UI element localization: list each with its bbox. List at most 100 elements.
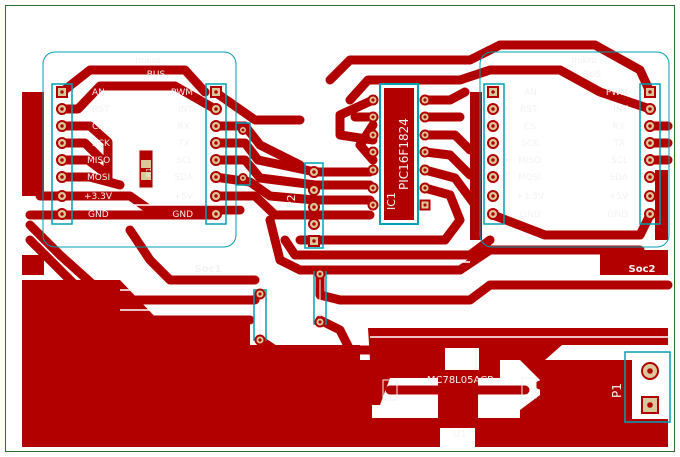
soc2-left-pad-5-hole xyxy=(491,158,495,162)
soc1-right-labels: PWM INT RX TX SCL SDA +5V GND xyxy=(171,88,194,220)
soc1-left-pad-6-hole xyxy=(60,175,64,179)
soc2-pin-sck: SCK xyxy=(521,139,540,149)
soc1-pin-5v: +5V xyxy=(174,192,194,202)
soc2-left-pad-7-hole xyxy=(491,194,495,198)
p1-outline xyxy=(624,351,671,423)
jumper-left-pad-1-hole xyxy=(258,292,262,296)
soc2-right-pad-5-hole xyxy=(648,158,652,162)
soc1-jumper-outline xyxy=(235,122,251,186)
soc2-right-pad-4-hole xyxy=(648,141,652,145)
soc2-pin-pwm: PWM xyxy=(606,88,628,98)
soc1-pin-cs: CS xyxy=(92,122,104,132)
ic1-body xyxy=(384,88,414,220)
soc2-right-pad-3-hole xyxy=(648,124,652,128)
u1-regulator: MC78L05ACP U1 xyxy=(382,348,537,440)
p2-pin-2-hole xyxy=(312,188,316,192)
soc1-pin-int: INT xyxy=(178,105,193,115)
soc2-left-pad-3-hole xyxy=(491,124,495,128)
ic1-ref: IC1 xyxy=(385,192,398,210)
soc2-pin-rst: RST xyxy=(520,105,538,115)
ic1-pin-right-7-hole xyxy=(423,203,427,207)
soc2-left-pad-6-hole xyxy=(491,175,495,179)
ic1-pin-right-1-hole xyxy=(423,98,427,102)
soc1-pin-gnd-left: GND xyxy=(88,210,109,220)
soc2-pin-gnd-left: GND xyxy=(520,210,541,220)
u1-body xyxy=(445,348,479,370)
soc1-left-pad-3-hole xyxy=(60,124,64,128)
p1-pad-1-hole xyxy=(647,368,653,374)
ic1-pin-right-5-hole xyxy=(423,168,427,172)
soc1-socket: mikro BUS AN RST CS SCK MISO MOSI +3.3V … xyxy=(42,51,237,275)
soc1-right-pad-8-hole xyxy=(214,212,218,216)
soc1-left-pad-2-hole xyxy=(60,107,64,111)
soc2-right-pad-2-hole xyxy=(648,107,652,111)
soc2-pin-an: AN xyxy=(524,88,537,98)
soc1-ref: Soc1 xyxy=(195,264,222,275)
soc1-pin-gnd-right: GND xyxy=(172,210,193,220)
soc2-socket: mikro BUS AN RST CS SCK MISO MOSI +3.3V … xyxy=(479,51,670,275)
soc2-header-line2: BUS xyxy=(583,70,602,80)
ic1-chip: PIC16F1824 IC1 xyxy=(379,83,419,225)
p2-pin-1-hole xyxy=(312,170,316,174)
p1-ref: P1 xyxy=(610,383,624,398)
soc1-left-header xyxy=(51,83,73,225)
soc1-right-header xyxy=(205,83,227,225)
soc2-pin-3v3: +3.3V xyxy=(516,192,545,202)
soc2-pin-int: INT xyxy=(613,105,628,115)
ic1-pin-left-1-hole xyxy=(371,98,375,102)
u1-ref: U1 xyxy=(453,429,467,440)
soc1-left-pad-1-hole xyxy=(60,90,64,94)
jumper-right-pad-1-hole xyxy=(318,272,322,276)
soc2-right-pad-1-hole xyxy=(648,90,652,94)
soc1-left-labels: AN RST CS SCK MISO MOSI +3.3V GND xyxy=(84,88,113,220)
p2-pin-5-hole xyxy=(312,239,316,243)
soc1-pin-3v3: +3.3V xyxy=(84,192,113,202)
soc2-header-line1: mikro xyxy=(571,56,597,66)
soc2-left-labels: AN RST CS SCK MISO MOSI +3.3V GND xyxy=(516,88,545,220)
soc1-right-pad-4-hole xyxy=(214,141,218,145)
soc1-pin-rx: RX xyxy=(178,122,190,132)
soc2-pin-5v: +5V xyxy=(609,192,629,202)
soc1-pin-pwm: PWM xyxy=(171,88,193,98)
soc2-right-header xyxy=(639,83,661,225)
soc1-pin-miso: MISO xyxy=(87,156,110,166)
p2-pin-3-hole xyxy=(312,205,316,209)
soc2-left-pad-4-hole xyxy=(491,141,495,145)
soc2-right-pad-7-hole xyxy=(648,194,652,198)
soc1-right-pad-5-hole xyxy=(214,158,218,162)
ic1-pin-right-2-hole xyxy=(423,115,427,119)
soc2-right-labels: PWM INT RX TX SCL SDA +5V GND xyxy=(606,88,629,220)
soc1-header-line1: mikro xyxy=(135,56,161,66)
soc1-pin-mosi: MOSI xyxy=(87,173,110,183)
p2-header: P2 xyxy=(285,162,324,249)
soc2-right-pad-6-hole xyxy=(648,175,652,179)
soc2-left-pad-2-hole xyxy=(491,107,495,111)
r1-resistor: R1 xyxy=(138,149,154,189)
soc2-pin-rx: RX xyxy=(613,122,625,132)
soc2-courtyard xyxy=(479,51,670,248)
ic1-pin-left-7-hole xyxy=(371,203,375,207)
soc2-pin-mosi: MOSI xyxy=(518,173,541,183)
soc2-left-pad-8-hole xyxy=(491,212,495,216)
soc1-left-pad-7-hole xyxy=(60,194,64,198)
soc1-right-pad-1-hole xyxy=(214,90,218,94)
soc2-pin-tx: TX xyxy=(612,139,625,149)
soc2-pin-cs: CS xyxy=(524,122,536,132)
soc2-left-pad-1-hole xyxy=(491,90,495,94)
p1-pad-2-hole xyxy=(647,402,653,408)
ic1-pin-left-3-hole xyxy=(371,133,375,137)
soc1-pin-scl: SCL xyxy=(176,156,193,166)
soc1-right-pad-6-hole xyxy=(214,175,218,179)
soc1-right-pad-7-hole xyxy=(214,194,218,198)
soc2-pin-miso: MISO xyxy=(518,156,541,166)
soc1-left-pad-4-hole xyxy=(60,141,64,145)
soc1-pin-an: AN xyxy=(92,88,105,98)
soc1-right-pad-2-hole xyxy=(214,107,218,111)
soc1-right-pad-3-hole xyxy=(214,124,218,128)
soc2-ref: Soc2 xyxy=(629,264,656,275)
soc1-pin-sck: SCK xyxy=(92,139,111,149)
soc1-pin-sda: SDA xyxy=(174,173,193,183)
soc1-pin-tx: TX xyxy=(177,139,190,149)
soc1-header-line2: BUS xyxy=(147,70,166,80)
